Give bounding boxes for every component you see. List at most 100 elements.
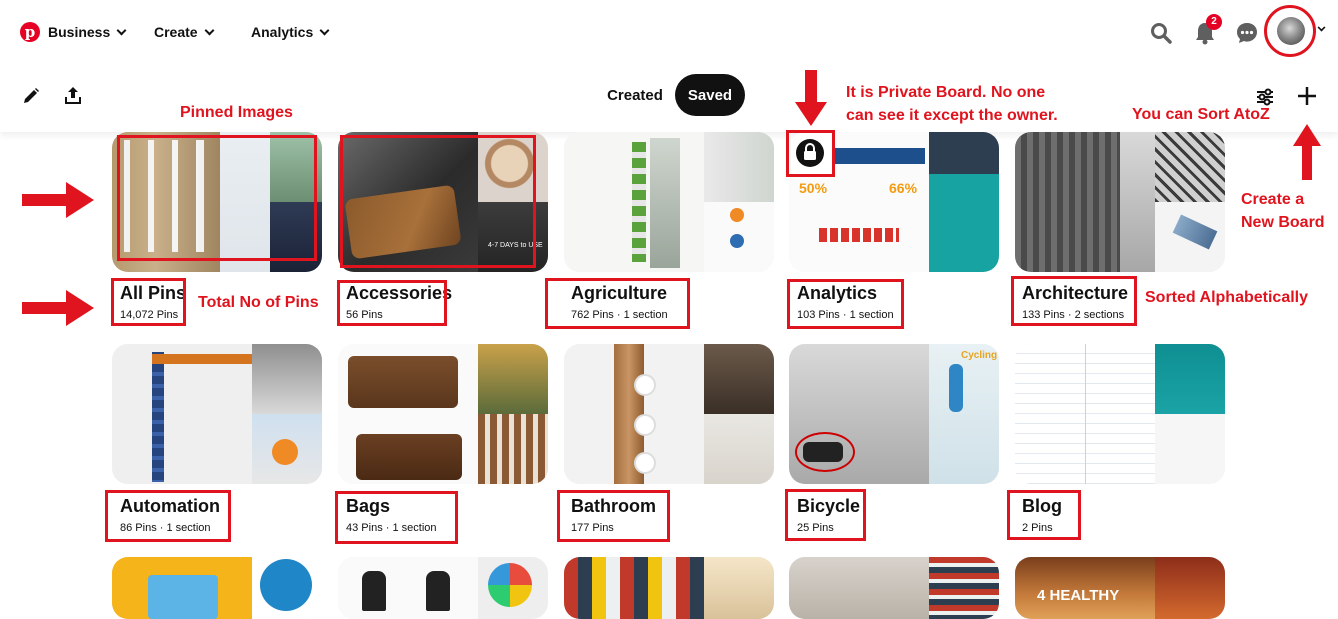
board-cover-row3-1[interactable] (112, 557, 322, 619)
avatar-highlight (1264, 5, 1316, 57)
annotation-box-pinned-images-2 (340, 135, 536, 268)
board-meta: 14,072 Pins (120, 309, 179, 321)
pin-thumb (795, 432, 855, 472)
board-title[interactable]: Architecture (1022, 283, 1129, 303)
avatar[interactable] (1277, 17, 1305, 45)
board-title[interactable]: Bags (346, 496, 391, 516)
pin-thumb (152, 354, 252, 364)
board-title[interactable]: Automation (120, 496, 220, 516)
pin-thumb (949, 364, 963, 412)
pin-thumb (152, 352, 164, 482)
pinterest-logo-icon[interactable]: p (20, 22, 40, 42)
pin-thumb (819, 228, 899, 242)
board-cover-row3-3[interactable] (564, 557, 774, 619)
board-meta: 177 Pins (571, 522, 614, 534)
board-cover-architecture[interactable] (1015, 132, 1225, 272)
pin-thumb (124, 140, 204, 252)
thumb-caption: 4 HEALTHY (1037, 587, 1120, 604)
board-meta: 86 Pins · 1 section (120, 522, 211, 534)
board-meta: 762 Pins · 1 section (571, 309, 668, 321)
sort-filter-icon[interactable] (1255, 87, 1275, 107)
annotation-sorted: Sorted Alphabetically (1145, 289, 1308, 306)
board-title[interactable]: Agriculture (571, 283, 668, 303)
board-cover-agriculture[interactable] (564, 132, 774, 272)
pin-thumb (634, 414, 656, 436)
board-cover-row3-4[interactable] (789, 557, 999, 619)
board-cover-blog[interactable] (1015, 344, 1225, 484)
edit-pencil-icon[interactable] (22, 87, 40, 105)
pin-thumb: 50% (799, 180, 828, 196)
annotation-create-board-2: New Board (1241, 214, 1325, 231)
tab-created[interactable]: Created (607, 86, 663, 104)
business-menu[interactable]: Business (48, 24, 127, 40)
pin-thumb (260, 559, 312, 611)
board-meta: 103 Pins · 1 section (797, 309, 894, 321)
create-label: Create (154, 24, 198, 40)
annotation-box-bathroom (557, 490, 670, 542)
pin-thumb (632, 142, 646, 262)
board-cover-bags[interactable] (338, 344, 548, 484)
board-cover-bicycle[interactable]: Cycling (789, 344, 999, 484)
board-cover-row3-5[interactable]: 4 HEALTHY (1015, 557, 1225, 619)
board-title[interactable]: Bathroom (571, 496, 656, 516)
top-nav: p Business Create Analytics 2 (0, 0, 1338, 64)
pin-thumb (272, 439, 298, 465)
board-cover-row3-2[interactable] (338, 557, 548, 619)
pin-thumb (362, 571, 386, 611)
pin-thumb (634, 374, 656, 396)
tab-saved[interactable]: Saved (675, 74, 745, 116)
board-cover-automation[interactable] (112, 344, 322, 484)
board-title[interactable]: All Pins (120, 283, 187, 303)
annotation-box-architecture (1011, 276, 1137, 326)
pin-thumb (426, 571, 450, 611)
board-cover-all-pins[interactable] (112, 132, 322, 272)
pin-thumb (1155, 132, 1225, 202)
pin-thumb (1155, 557, 1225, 619)
annotation-box-agriculture (545, 278, 690, 329)
pin-thumb (929, 132, 999, 272)
annotation-box-bags (335, 491, 458, 544)
private-lock-icon (796, 139, 824, 167)
analytics-menu[interactable]: Analytics (251, 24, 330, 40)
board-meta: 43 Pins · 1 section (346, 522, 437, 534)
search-icon[interactable] (1150, 22, 1172, 44)
annotation-arrow-right-icon (22, 182, 94, 218)
pin-thumb (704, 557, 774, 619)
pin-thumb (704, 414, 774, 484)
pin-thumb (650, 138, 680, 268)
pin-thumb (1015, 557, 1155, 619)
pin-thumb: 66% (889, 180, 918, 196)
board-title[interactable]: Blog (1022, 496, 1062, 516)
account-chevron-down-icon[interactable] (1317, 23, 1326, 32)
messages-icon[interactable] (1236, 22, 1258, 44)
board-cover-analytics[interactable]: 50% 66% (789, 132, 999, 272)
pin-thumb (478, 414, 548, 484)
board-title[interactable]: Bicycle (797, 496, 861, 516)
share-upload-icon[interactable] (63, 86, 83, 106)
annotation-box-automation (105, 490, 231, 542)
create-menu[interactable]: Create (154, 24, 215, 40)
chevron-down-icon (116, 25, 127, 35)
thumb-caption: 4-7 DAYS to USE (488, 242, 543, 249)
board-cover-accessories[interactable]: 4-7 DAYS to USE (338, 132, 548, 272)
pin-thumb (730, 234, 744, 248)
board-title[interactable]: Analytics (797, 283, 878, 303)
pin-thumb (348, 356, 458, 408)
add-board-plus-icon[interactable] (1297, 86, 1317, 106)
board-title[interactable]: Accessories (346, 283, 453, 303)
pin-thumb (1120, 132, 1155, 272)
annotation-box-private-lock (786, 130, 835, 177)
annotation-arrow-right-icon (22, 290, 94, 326)
pin-thumb (564, 557, 704, 619)
pin-thumb (478, 202, 548, 272)
pin-thumb (270, 132, 322, 202)
board-cover-bathroom[interactable] (564, 344, 774, 484)
chevron-down-icon (319, 25, 330, 35)
pin-thumb (148, 575, 218, 619)
pin-thumb (730, 208, 744, 222)
pin-thumb (704, 344, 774, 414)
board-meta: 56 Pins (346, 309, 383, 321)
annotation-create-board-1: Create a (1241, 191, 1305, 208)
annotation-arrow-up-icon (1293, 124, 1321, 180)
annotation-sort: You can Sort AtoZ (1132, 106, 1270, 123)
